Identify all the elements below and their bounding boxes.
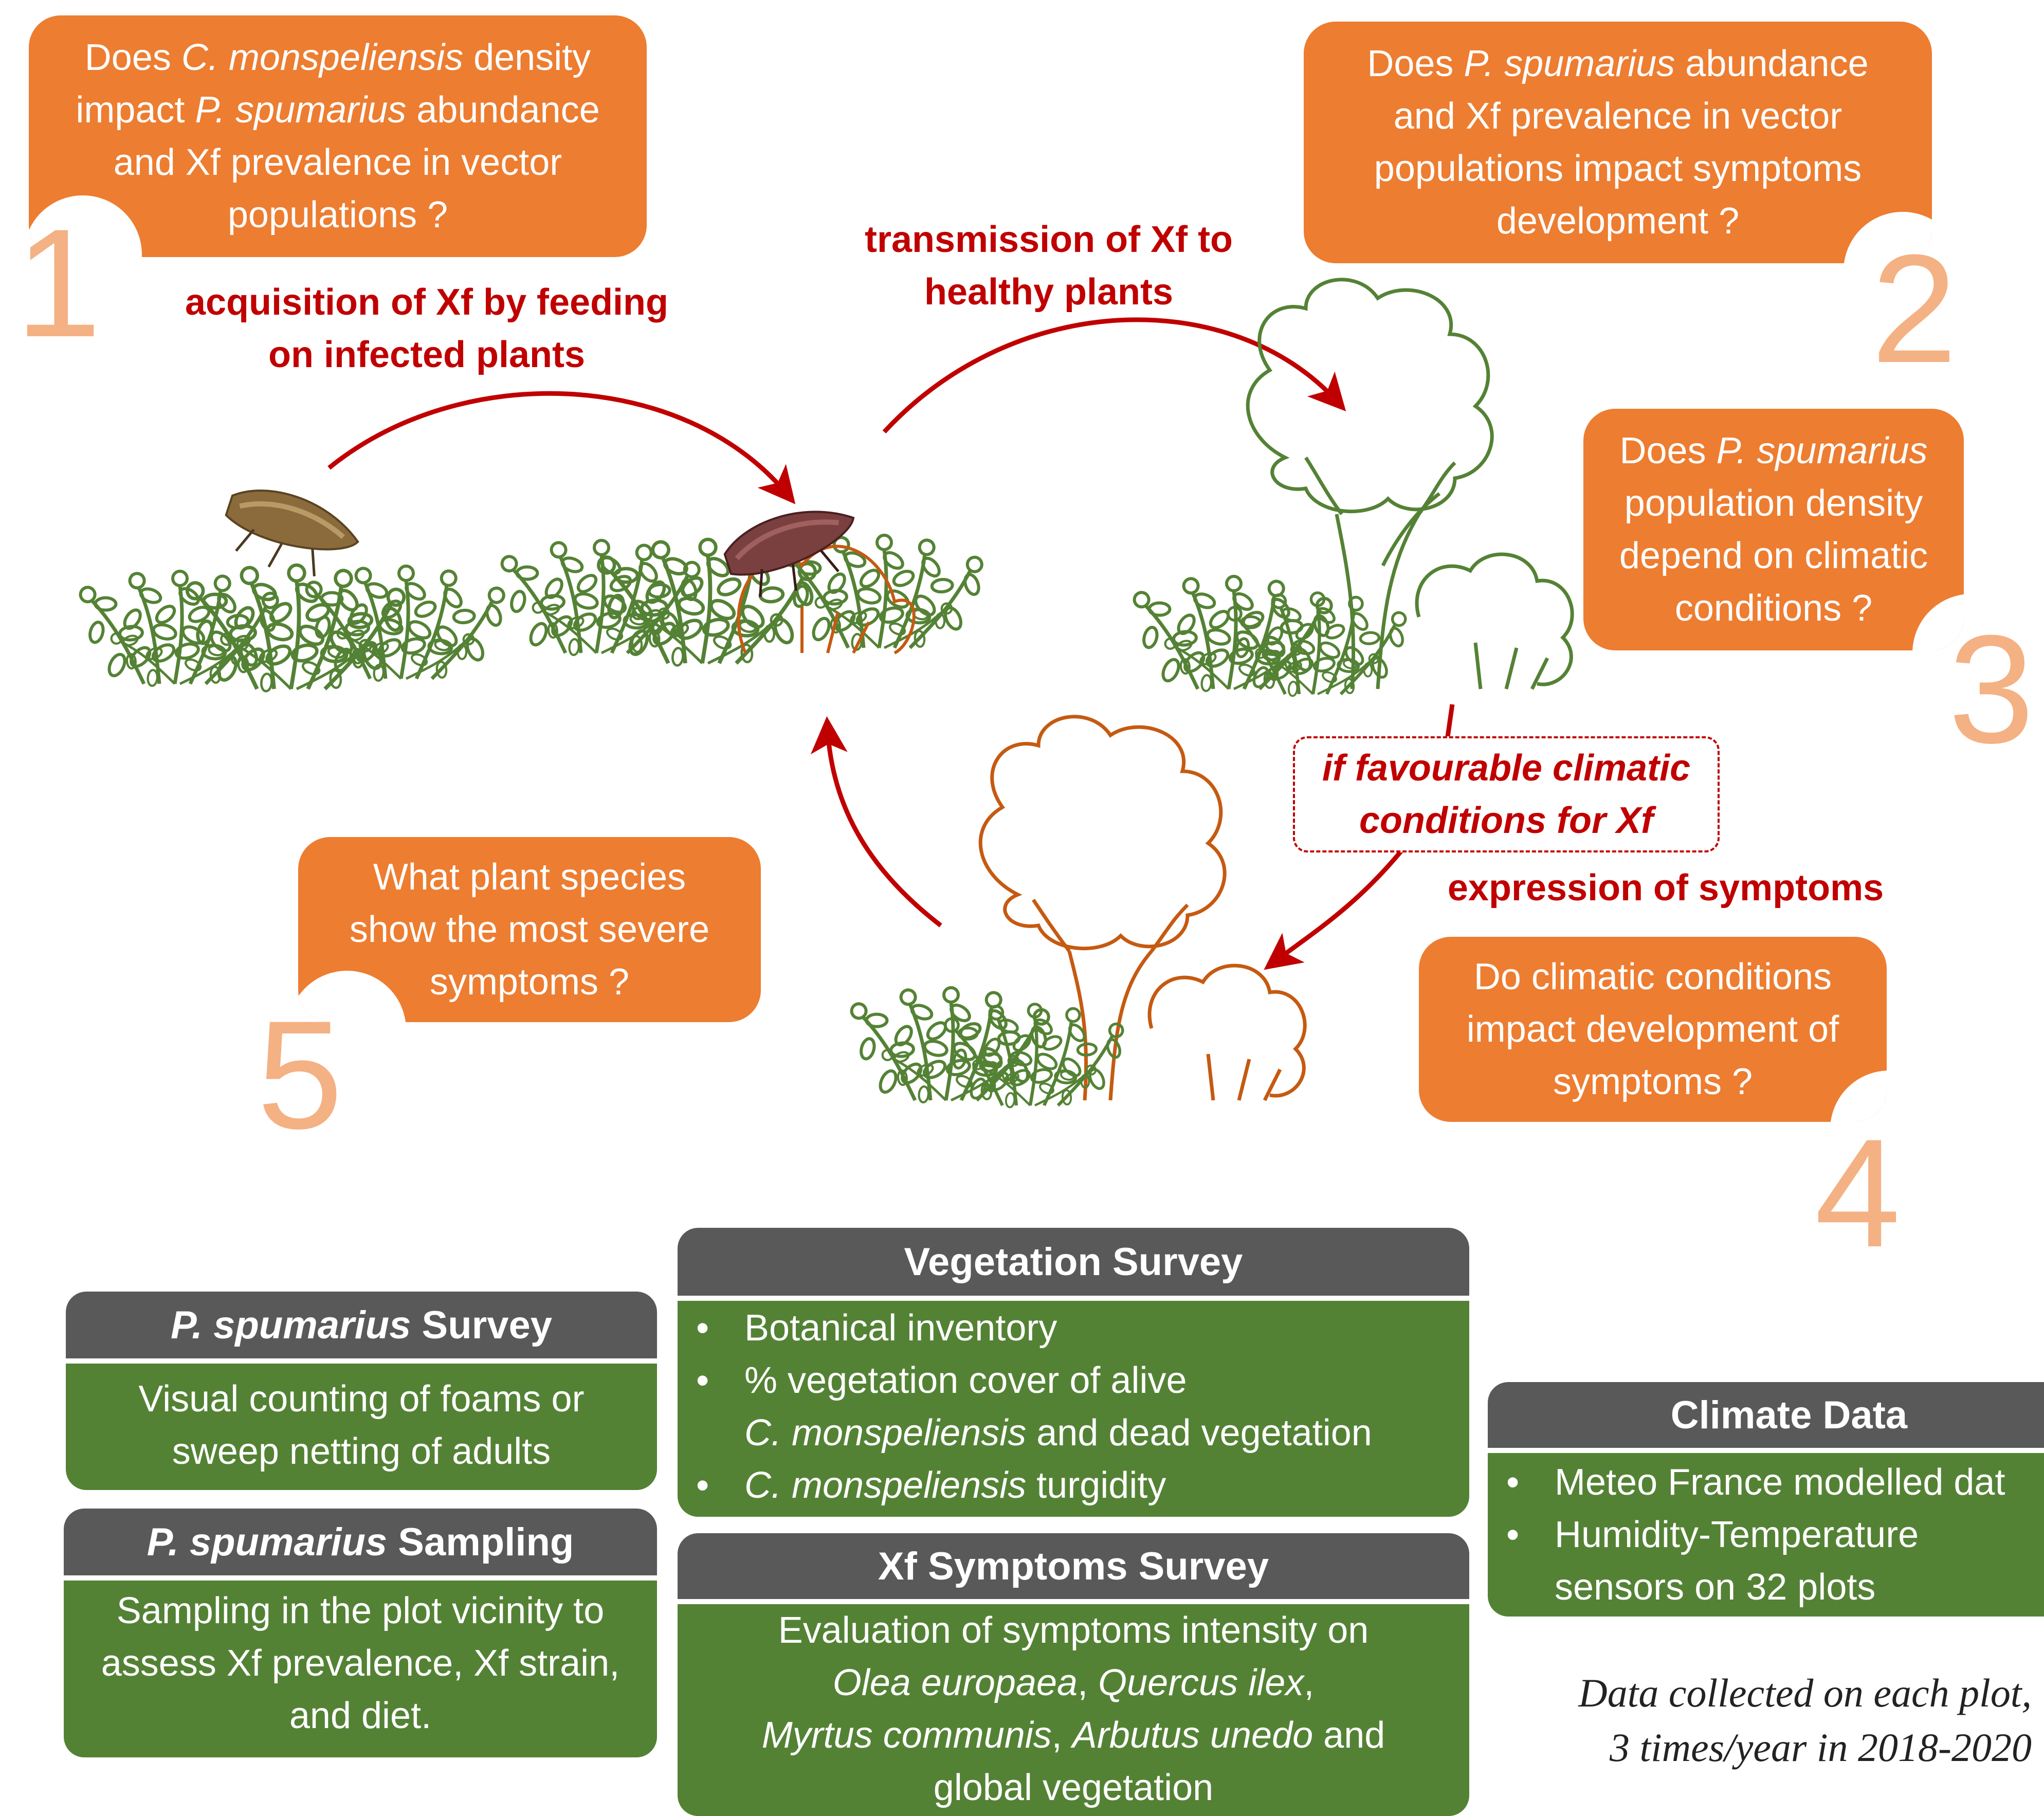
bullet-item: •C. monspeliensis turgidity — [696, 1465, 1166, 1506]
step-number-5: 5 — [257, 988, 343, 1161]
healthy-tree — [1246, 278, 1574, 690]
vegetation-survey-card: Vegetation Survey •Botanical inventory •… — [678, 1228, 1469, 1517]
spittlebug-2 — [723, 511, 855, 597]
data-collection-note: Data collected on each plot, 3 times/yea… — [1578, 1670, 2032, 1770]
ps-survey-card: P. spumarius Survey Visual counting of f… — [66, 1292, 657, 1490]
question-2-line-1: Does P. spumarius abundance — [1367, 43, 1869, 84]
card-body: •Botanical inventory •% vegetation cover… — [678, 1301, 1469, 1517]
step-number-2: 2 — [1871, 222, 1957, 395]
card-body: Visual counting of foams or sweep nettin… — [66, 1364, 657, 1490]
xf-symptoms-survey-card: Xf Symptoms Survey Evaluation of symptom… — [678, 1533, 1469, 1816]
climate-data-card: Climate Data •Meteo France modelled dat … — [1488, 1382, 2044, 1617]
ps-sampling-card: P. spumarius Sampling Sampling in the pl… — [64, 1509, 657, 1757]
question-box-1: Does C. monspeliensis density impact P. … — [29, 15, 647, 257]
question-1-line-1: Does C. monspeliensis density — [84, 37, 591, 78]
card-header: P. spumarius Survey — [66, 1292, 657, 1358]
question-box-3: Does P. spumarius population density dep… — [1583, 409, 1964, 650]
question-1-line-2: impact P. spumarius abundance — [76, 89, 600, 131]
card-body: •Meteo France modelled dat •Humidity-Tem… — [1488, 1453, 2044, 1617]
expression-label: expression of symptoms — [1447, 867, 1884, 909]
host-plant-1 — [59, 560, 522, 709]
acquisition-label: acquisition of Xf by feeding on infected… — [185, 282, 669, 375]
card-header: Climate Data — [1488, 1382, 2044, 1448]
step-number-1: 1 — [15, 196, 101, 369]
expression-arrow — [1264, 847, 1406, 970]
card-header: P. spumarius Sampling — [64, 1509, 657, 1575]
cycle-arrows — [327, 317, 1455, 970]
card-body: Sampling in the plot vicinity to assess … — [64, 1581, 657, 1757]
climatic-condition-box: if favourable climatic conditions for Xf — [1293, 736, 1720, 852]
transmission-arrow — [882, 317, 1346, 434]
question-box-5: What plant species show the most severe … — [298, 837, 761, 1022]
question-box-4: Do climatic conditions impact developmen… — [1419, 937, 1887, 1122]
step-number-4: 4 — [1815, 1106, 1901, 1279]
bullet-item: •Meteo France modelled dat — [1506, 1462, 2005, 1503]
return-arrow — [810, 716, 942, 928]
infected-shrub — [830, 984, 1139, 1122]
condition-arrow-line-top — [1445, 704, 1455, 741]
transmission-label: transmission of Xf to healthy plants — [864, 219, 1233, 313]
healthy-shrub — [1113, 572, 1422, 711]
card-header: Vegetation Survey — [678, 1228, 1469, 1296]
card-header: Xf Symptoms Survey — [678, 1533, 1469, 1599]
host-plant-2 — [481, 531, 1000, 683]
acquisition-arrow — [327, 391, 796, 504]
question-3-line-1: Does P. spumarius — [1619, 430, 1928, 471]
infected-tree — [978, 715, 1307, 1101]
bullet-item: •Botanical inventory — [696, 1307, 1057, 1349]
question-box-2: Does P. spumarius abundance and Xf preva… — [1304, 22, 1932, 263]
step-number-3: 3 — [1948, 603, 2034, 775]
card-body: Evaluation of symptoms intensity on Olea… — [678, 1604, 1469, 1816]
spittlebug-1 — [225, 489, 359, 576]
